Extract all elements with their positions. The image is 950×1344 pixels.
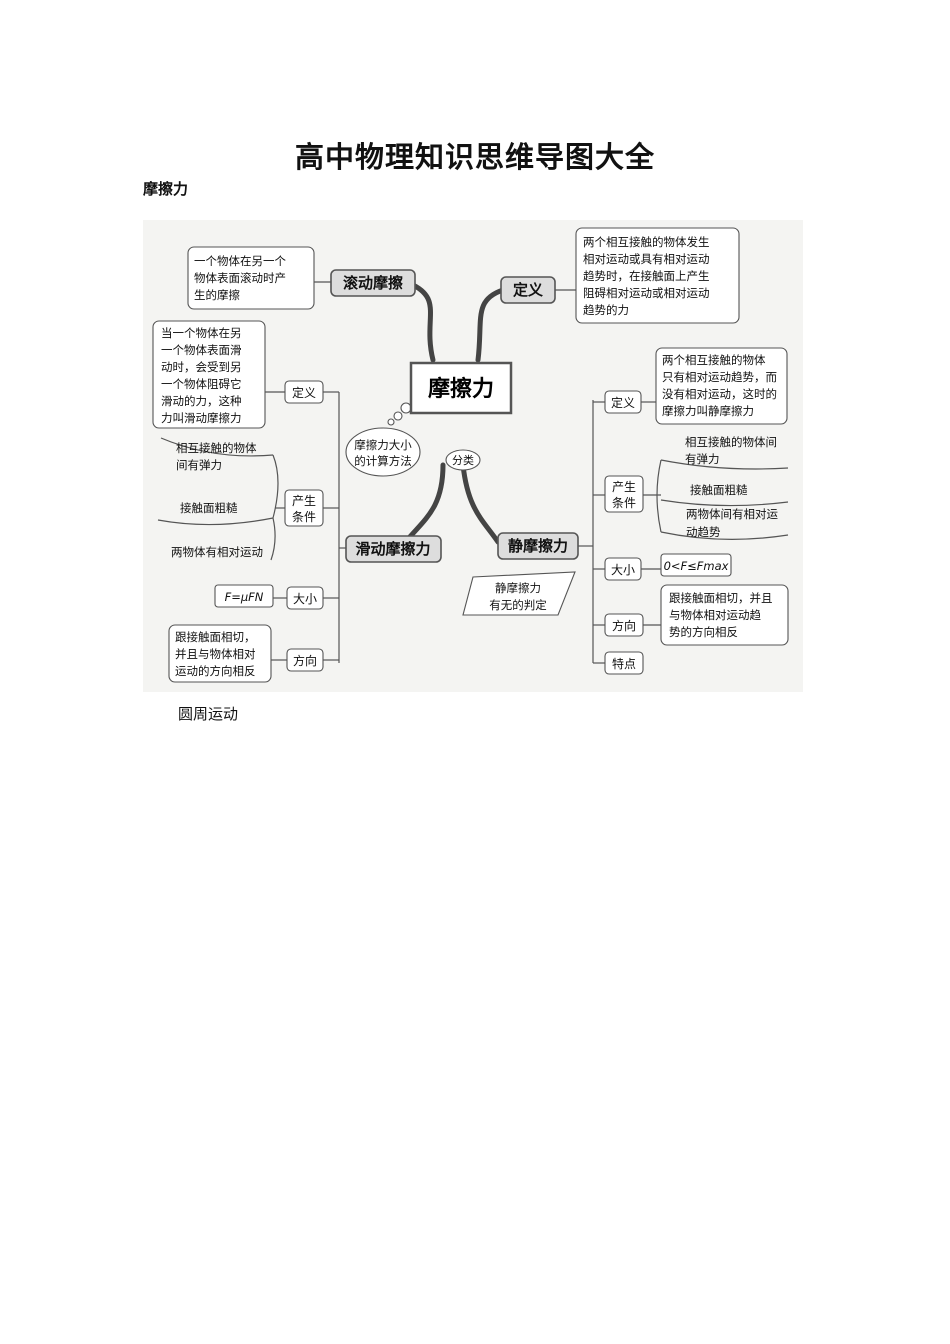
static-label: 静摩擦力 bbox=[508, 537, 568, 555]
static-cond-node bbox=[604, 475, 644, 513]
sliding-cond-node bbox=[284, 489, 324, 527]
bubble-dot bbox=[387, 418, 395, 426]
static-size-formula: 0<F≤Fmax bbox=[664, 559, 729, 573]
static-cond-line: 有弹力 bbox=[685, 452, 720, 466]
static-def-box bbox=[655, 347, 788, 425]
condition-bracket bbox=[157, 517, 274, 526]
sliding-cond-line: 间有弹力 bbox=[176, 458, 222, 472]
bubble-dot bbox=[400, 402, 412, 414]
static-cond-label: 产生 bbox=[612, 480, 636, 494]
sliding-cond-line: 接触面粗糙 bbox=[180, 501, 238, 515]
static-cond-label: 条件 bbox=[612, 496, 636, 510]
sliding-dir-line: 运动的方向相反 bbox=[175, 664, 256, 678]
sliding-def-line: 当一个物体在另 bbox=[161, 326, 242, 340]
static-size-label: 大小 bbox=[611, 563, 635, 577]
friction-mindmap: 摩擦力 分类 摩擦力大小 的计算方法 一个物体在另一个 物体表面滚动时产 生的摩… bbox=[143, 220, 803, 692]
bubble-dot bbox=[393, 411, 403, 421]
rolling-label: 滚动摩擦 bbox=[343, 274, 403, 292]
sliding-def-line: 力叫滑动摩擦力 bbox=[161, 411, 242, 425]
sliding-cond-line: 两物体有相对运动 bbox=[171, 545, 263, 559]
static-judge-box bbox=[462, 571, 576, 616]
static-def-line: 只有相对运动趋势，而 bbox=[662, 370, 777, 384]
sliding-size-node bbox=[286, 586, 324, 610]
sliding-def-line: 动时，会受到另 bbox=[161, 360, 242, 374]
definition-desc-line: 两个相互接触的物体发生 bbox=[583, 235, 710, 249]
sliding-label: 滑动摩擦力 bbox=[355, 540, 430, 558]
static-size-box bbox=[660, 553, 732, 577]
static-dir-line: 势的方向相反 bbox=[669, 625, 738, 639]
sliding-node bbox=[345, 535, 442, 563]
classify-node bbox=[445, 449, 481, 471]
definition-desc-line: 相对运动或具有相对运动 bbox=[583, 252, 710, 266]
sliding-dir-label: 方向 bbox=[293, 653, 317, 668]
condition-bracket bbox=[270, 454, 279, 561]
static-cond-line: 接触面粗糙 bbox=[690, 483, 748, 497]
static-cond-line: 动趋势 bbox=[686, 525, 721, 539]
sliding-dir-node bbox=[286, 648, 324, 672]
static-dir-label: 方向 bbox=[612, 618, 636, 633]
rolling-node bbox=[330, 269, 416, 297]
static-cond-line: 相互接触的物体间 bbox=[685, 435, 777, 449]
branch-static bbox=[460, 462, 501, 545]
definition-label: 定义 bbox=[513, 281, 543, 299]
sliding-cond-label: 条件 bbox=[292, 510, 316, 524]
classify-label: 分类 bbox=[452, 453, 474, 467]
definition-desc-line: 趋势的力 bbox=[583, 303, 629, 317]
condition-bracket bbox=[660, 499, 789, 507]
static-dir-line: 与物体相对运动趋 bbox=[669, 608, 761, 622]
static-judge-line: 有无的判定 bbox=[489, 598, 547, 612]
rolling-desc-line: 物体表面滚动时产 bbox=[194, 271, 286, 285]
branch-sliding bbox=[400, 462, 446, 548]
definition-desc-box bbox=[575, 227, 740, 324]
rolling-desc-line: 生的摩擦 bbox=[194, 288, 240, 302]
sliding-cond-label: 产生 bbox=[292, 494, 316, 508]
center-label: 摩擦力 bbox=[428, 376, 494, 402]
calc-node bbox=[345, 427, 421, 477]
condition-bracket bbox=[660, 459, 789, 470]
rolling-desc-box bbox=[187, 246, 315, 310]
sliding-def-node bbox=[284, 380, 324, 404]
mindmap-diagram: 摩擦力 分类 摩擦力大小 的计算方法 一个物体在另一个 物体表面滚动时产 生的摩… bbox=[152, 227, 789, 683]
static-dir-box bbox=[660, 584, 789, 646]
static-def-line: 两个相互接触的物体 bbox=[662, 353, 766, 367]
rolling-desc-line: 一个物体在另一个 bbox=[194, 254, 286, 268]
definition-desc-line: 阻碍相对运动或相对运动 bbox=[583, 286, 710, 300]
branch-rolling bbox=[410, 282, 436, 363]
condition-bracket bbox=[643, 459, 662, 533]
sliding-cond-line: 相互接触的物体 bbox=[176, 441, 257, 455]
condition-bracket bbox=[160, 437, 274, 457]
sliding-size-box bbox=[214, 584, 274, 608]
sliding-size-label: 大小 bbox=[293, 592, 317, 606]
static-def-line: 摩擦力叫静摩擦力 bbox=[662, 404, 754, 418]
static-cond-line: 两物体间有相对运 bbox=[686, 507, 778, 521]
static-def-line: 没有相对运动，这时的 bbox=[662, 387, 777, 401]
sliding-size-formula: F=μFN bbox=[225, 590, 264, 604]
sliding-def-line: 滑动的力，这种 bbox=[161, 394, 242, 408]
page-title: 高中物理知识思维导图大全 bbox=[294, 140, 655, 174]
condition-bracket bbox=[660, 531, 789, 540]
branch-definition bbox=[475, 287, 506, 363]
sliding-dir-line: 跟接触面相切， bbox=[175, 630, 256, 644]
sliding-def-box bbox=[152, 320, 266, 429]
sliding-def-line: 一个物体表面滑 bbox=[161, 343, 242, 357]
calc-line: 摩擦力大小 bbox=[354, 438, 412, 452]
static-feature-node bbox=[604, 651, 644, 675]
sliding-def-line: 一个物体阻碍它 bbox=[161, 377, 242, 391]
center-node bbox=[409, 361, 513, 415]
sliding-dir-line: 并且与物体相对 bbox=[175, 647, 256, 661]
section-heading-circular-motion: 圆周运动 bbox=[178, 705, 239, 723]
static-feature-label: 特点 bbox=[612, 656, 636, 671]
static-dir-line: 跟接触面相切，并且 bbox=[669, 591, 773, 605]
static-def-label: 定义 bbox=[611, 395, 635, 410]
calc-line: 的计算方法 bbox=[354, 454, 412, 468]
sliding-def-label: 定义 bbox=[292, 385, 316, 400]
sliding-dir-box bbox=[168, 624, 272, 683]
static-judge-line: 静摩擦力 bbox=[495, 581, 541, 595]
definition-desc-line: 趋势时，在接触面上产生 bbox=[583, 269, 710, 283]
section-heading-friction: 摩擦力 bbox=[143, 180, 189, 198]
